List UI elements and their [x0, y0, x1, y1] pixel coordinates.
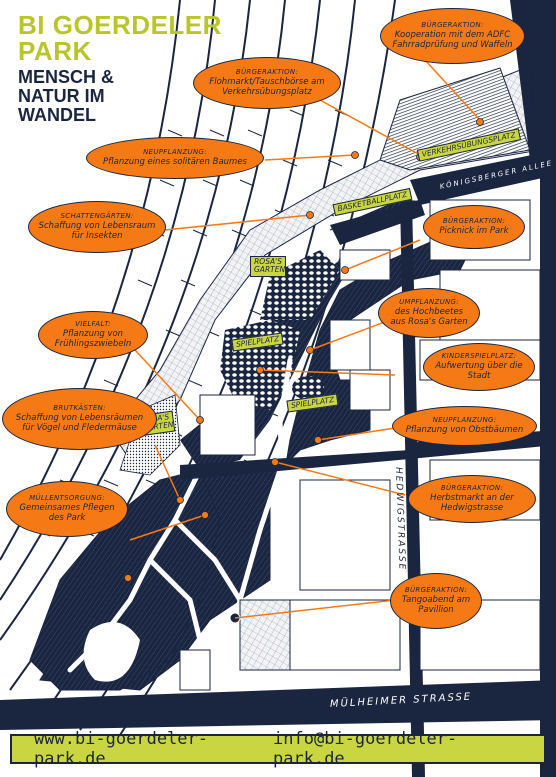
playground-small-gravel — [292, 376, 324, 400]
bubble-solitaer-baum: NEUPFLANZUNG:Pflanzung eines solitären B… — [86, 137, 264, 179]
bubble-muellentsorgung: MÜLLENTSORGUNG:Gemeinsames Pflegen des P… — [6, 481, 128, 537]
pond — [83, 622, 140, 682]
bubble-tangoabend: BÜRGERAKTION:Tangoabend am Pavillion — [390, 573, 482, 629]
title-line-1: BI GOERDELER — [18, 10, 222, 40]
bubble-umpflanzung: UMPFLANZUNG:des Hochbeetes aus Rosa's Ga… — [378, 288, 480, 338]
bubble-herbstmarkt: BÜRGERAKTION:Herbstmarkt an der Hedwigst… — [408, 475, 536, 523]
bubble-adfc: BÜRGERAKTION:Kooperation mit dem ADFC Fa… — [380, 8, 525, 64]
email-link[interactable]: info@bi-goerdeler-park.de — [273, 729, 458, 769]
rosas-garden-gravel — [260, 250, 340, 320]
bubble-kinderspielplatz: KINDERSPIELPLATZ:Aufwertung über die Sta… — [423, 343, 535, 391]
bubble-obstbaeume: NEUPFLANZUNG:Pflanzung von Obstbäumen — [392, 406, 537, 446]
title-line-2: PARK — [18, 36, 92, 66]
bubble-schattengaerten: SCHATTENGÄRTEN:Schaffung von Lebensraum … — [28, 201, 166, 253]
footer-bar: www.bi-goerdeler-park.de info@bi-goerdel… — [10, 729, 546, 769]
subtitle-line-1: MENSCH & — [18, 67, 115, 87]
bubble-flohmarkt: BÜRGERAKTION:Flohmarkt/Tauschbörse am Ve… — [193, 57, 341, 109]
bubble-vielfalt: VIELFALT:Pflanzung von Frühlingszwiebeln — [38, 311, 148, 359]
subtitle-line-3: WANDEL — [18, 105, 96, 125]
leader-lines — [129, 59, 481, 619]
tag-rosas-garten-1: ROSA'S GARTEN — [250, 256, 286, 277]
bubble-brutkaesten: BRUTKÄSTEN:Schaffung von Lebensräumen fü… — [2, 388, 157, 450]
subtitle-line-2: NATUR IM — [18, 86, 105, 106]
plaza — [239, 599, 291, 671]
website-link[interactable]: www.bi-goerdeler-park.de — [34, 729, 208, 769]
bubble-picknick: BÜRGERAKTION:Picknick im Park — [423, 205, 525, 249]
